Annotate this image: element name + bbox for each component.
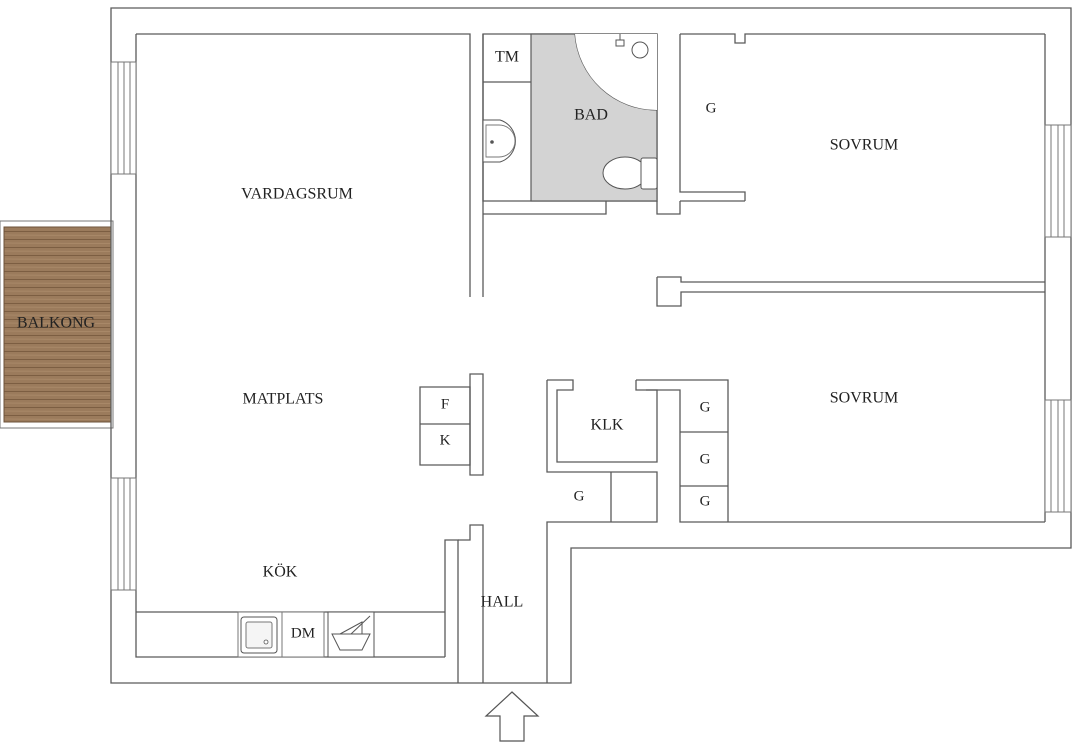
wardrobe-label: G xyxy=(574,488,585,504)
windows-right xyxy=(1044,124,1072,513)
kitchen-counter xyxy=(237,611,375,658)
dishwasher-label: DM xyxy=(291,625,315,641)
inner-walls xyxy=(136,33,1045,683)
sink-icon xyxy=(240,616,278,654)
room-label-vardagsrum: VARDAGSRUM xyxy=(241,186,353,203)
bathroom xyxy=(530,33,658,202)
wardrobe-label: G xyxy=(700,451,711,467)
washbasin-icon xyxy=(482,119,516,163)
room-label-bad: BAD xyxy=(574,107,608,124)
stove-icon xyxy=(327,611,375,658)
toilet-icon xyxy=(602,156,658,190)
room-label-sovrum-bottom: SOVRUM xyxy=(830,390,898,407)
fridge-label: F xyxy=(441,396,449,412)
room-label-kok: KÖK xyxy=(263,563,298,581)
room-label-sovrum-top: SOVRUM xyxy=(830,137,898,154)
entrance-arrow-icon xyxy=(484,691,540,742)
balcony xyxy=(0,220,114,429)
wardrobe-label: G xyxy=(700,493,711,509)
room-label-matplats: MATPLATS xyxy=(243,391,324,408)
windows-left xyxy=(110,61,137,591)
room-label-tm: TM xyxy=(495,49,519,66)
freezer-label: K xyxy=(440,432,451,448)
wardrobe-label: G xyxy=(706,100,717,116)
balcony-deck xyxy=(3,226,112,423)
wardrobe-label: G xyxy=(700,399,711,415)
room-label-balkong: BALKONG xyxy=(17,315,96,332)
room-label-klk: KLK xyxy=(591,417,624,434)
room-label-hall: HALL xyxy=(481,594,524,611)
